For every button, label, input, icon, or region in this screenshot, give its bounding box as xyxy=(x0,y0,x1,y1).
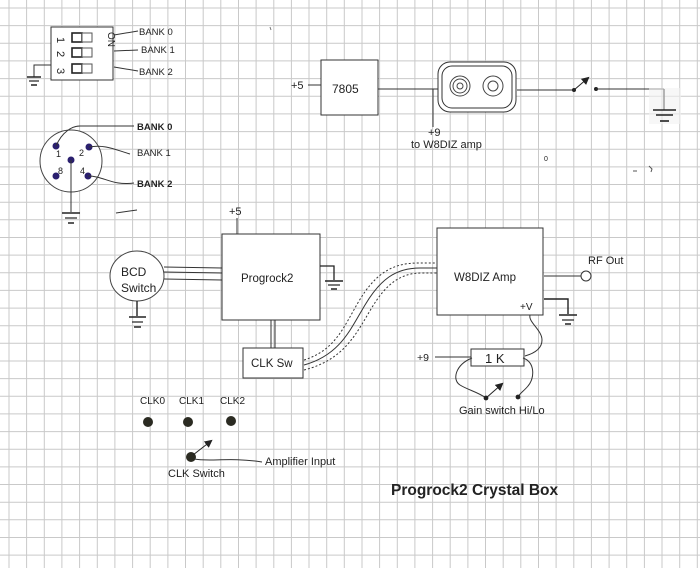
conn-bank0-label: BANK 0 xyxy=(137,122,172,133)
gain-supply-label: +9 xyxy=(417,352,429,364)
stray-mark xyxy=(115,209,138,214)
clk-sw-module: CLK Sw xyxy=(242,347,304,379)
rf-out-label: RF Out xyxy=(588,255,623,267)
gain-switch-icon xyxy=(483,382,521,401)
vplus-label: +V xyxy=(520,302,533,313)
ground-icon xyxy=(27,76,41,86)
ground-icon xyxy=(559,314,577,325)
dip-bank1-label: BANK 1 xyxy=(141,45,175,56)
progrock2-module: Progrock2 xyxy=(221,233,321,321)
clk-sw-label: CLK Sw xyxy=(251,358,293,370)
progrock-label: Progrock2 xyxy=(241,273,293,285)
ground-icon xyxy=(62,212,80,224)
clk0-contact xyxy=(143,417,153,427)
dip-switch: 1 2 3 ON xyxy=(50,26,116,81)
bcd-switch-label-2: Switch xyxy=(121,281,156,295)
bcd-switch: BCD Switch xyxy=(109,250,165,302)
bcd-switch-label-1: BCD xyxy=(121,265,147,279)
pin-1-label: 1 xyxy=(56,149,61,159)
conn-bank2-label: BANK 2 xyxy=(137,179,172,190)
progrock-supply-label: +5 xyxy=(229,206,242,218)
w8diz-amp: W8DIZ Amp +V xyxy=(436,227,544,316)
regulator-7805: 7805 xyxy=(320,59,379,116)
diagram-title: Progrock2 Crystal Box xyxy=(391,482,558,499)
clk0-label: CLK0 xyxy=(140,396,165,407)
amplifier-input-label: Amplifier Input xyxy=(265,456,335,468)
to-amp-note: to W8DIZ amp xyxy=(411,139,482,151)
dip-number-3: 3 xyxy=(54,68,66,74)
clk1-contact xyxy=(183,417,193,427)
resistor-1k: 1 K xyxy=(470,348,525,367)
dip-position-2: 2 xyxy=(54,47,93,58)
pin-4-label: 4 xyxy=(80,166,85,176)
dip-position-3: 3 xyxy=(54,63,93,74)
clk2-contact xyxy=(226,416,236,426)
regulator-part-label: 7805 xyxy=(332,82,359,96)
dip-position-1: 1 xyxy=(54,32,93,43)
reg-input-label: +5 xyxy=(291,80,304,92)
stray-mark xyxy=(648,165,653,173)
clk1-label: CLK1 xyxy=(179,396,204,407)
ground-icon xyxy=(129,316,146,328)
rf-out-terminal xyxy=(580,270,592,282)
pin-8 xyxy=(52,172,60,180)
dip-on-label: ON xyxy=(105,32,116,47)
clk-switch-label: CLK Switch xyxy=(168,468,225,480)
power-switch-icon xyxy=(572,76,598,92)
resistor-label: 1 K xyxy=(485,351,505,366)
stray-zero: 0 xyxy=(544,156,548,163)
dip-bank0-label: BANK 0 xyxy=(139,27,173,38)
clk2-label: CLK2 xyxy=(220,396,245,407)
stray-mark xyxy=(269,26,272,31)
conn-bank1-label: BANK 1 xyxy=(137,148,171,159)
dip-number-2: 2 xyxy=(54,51,66,57)
pin-8-label: 8 xyxy=(58,166,63,176)
dip-bank2-label: BANK 2 xyxy=(139,67,173,78)
pin-2-label: 2 xyxy=(79,148,84,158)
gain-switch-label: Gain switch Hi/Lo xyxy=(459,405,545,417)
nine-volt-label: +9 xyxy=(428,127,441,139)
clk-switch-icon xyxy=(143,416,236,462)
coax-cable xyxy=(303,262,438,371)
dip-number-1: 1 xyxy=(54,37,66,43)
ground-icon xyxy=(325,280,343,290)
amp-label: W8DIZ Amp xyxy=(454,272,516,284)
battery-clip-icon xyxy=(437,61,517,113)
ground-icon xyxy=(649,88,681,124)
